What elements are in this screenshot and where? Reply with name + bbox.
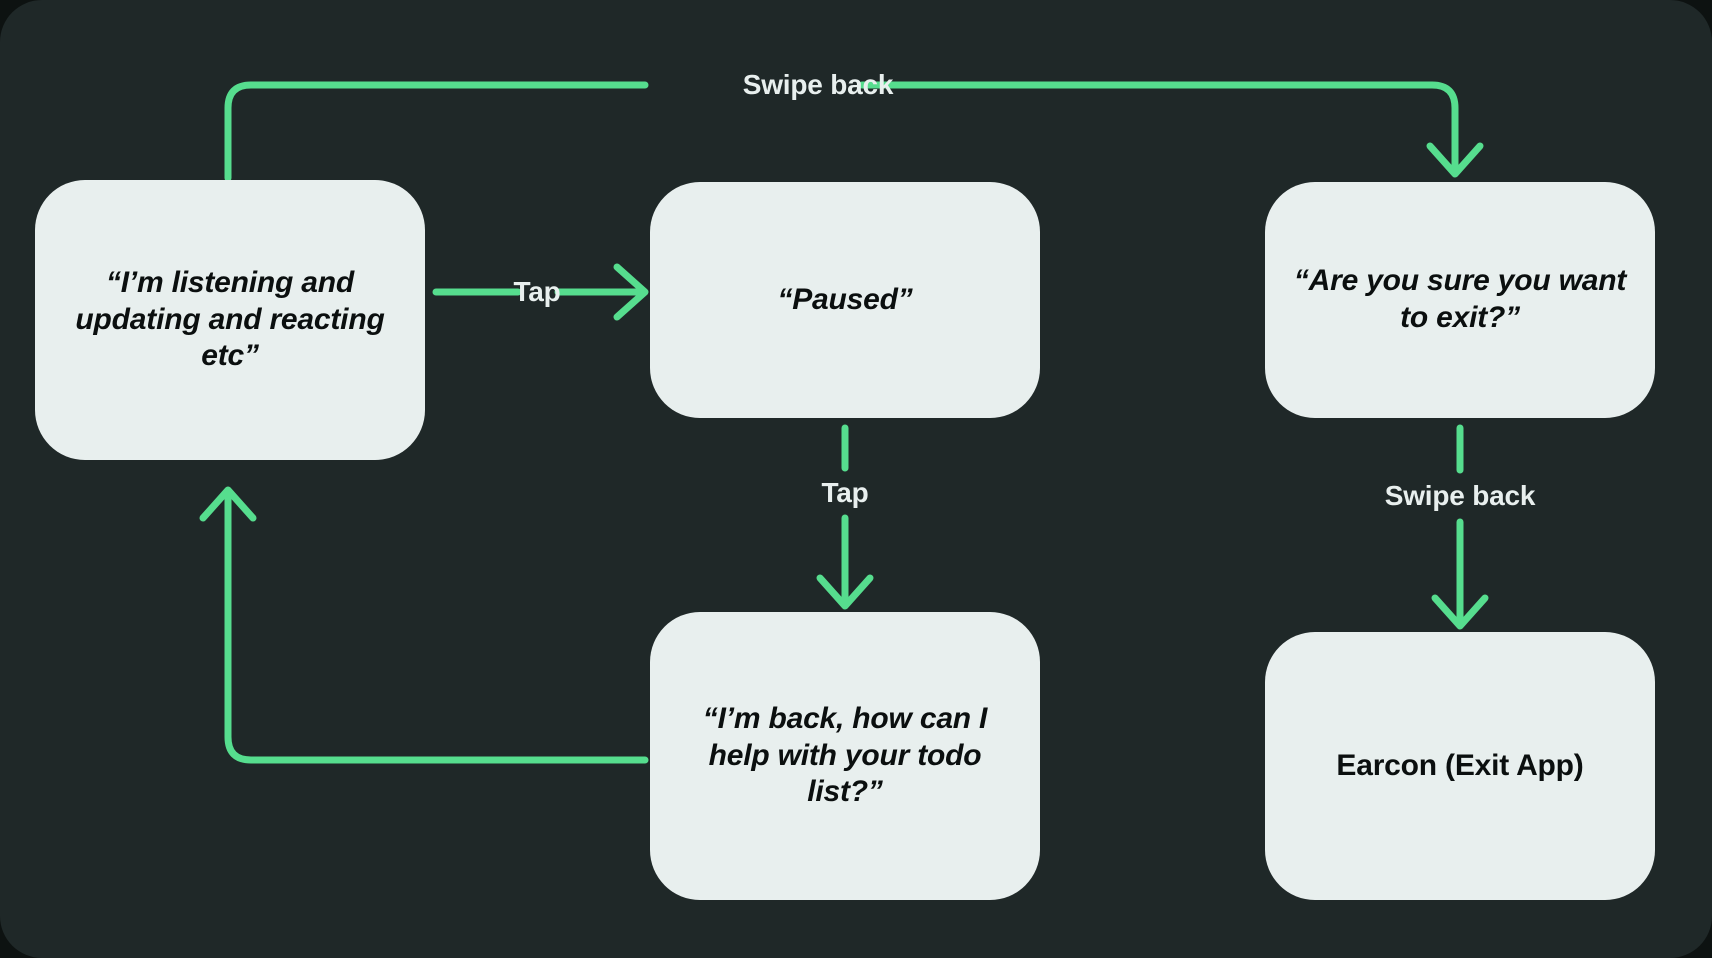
edge-label-tap-vertical: Tap [821, 477, 869, 508]
edge-label-swipe-back-top: Swipe back [742, 69, 894, 100]
node-paused-label: “Paused” [777, 282, 913, 316]
node-back-todo[interactable]: “I’m back, how can I help with your todo… [650, 612, 1040, 900]
edge-label-tap-horizontal: Tap [513, 276, 561, 307]
node-earcon-exit[interactable]: Earcon (Exit App) [1265, 632, 1655, 900]
node-listening-label: “I’m listening and updating and reacting… [75, 266, 385, 373]
node-earcon-exit-label: Earcon (Exit App) [1336, 748, 1584, 782]
node-paused[interactable]: “Paused” [650, 182, 1040, 418]
node-listening[interactable]: “I’m listening and updating and reacting… [35, 180, 425, 460]
edge-label-swipe-back-right: Swipe back [1384, 480, 1536, 511]
node-confirm-exit[interactable]: “Are you sure you want to exit?” [1265, 182, 1655, 418]
node-back-todo-label: “I’m back, how can I help with your todo… [702, 702, 988, 809]
node-confirm-exit-label: “Are you sure you want to exit?” [1293, 264, 1627, 334]
